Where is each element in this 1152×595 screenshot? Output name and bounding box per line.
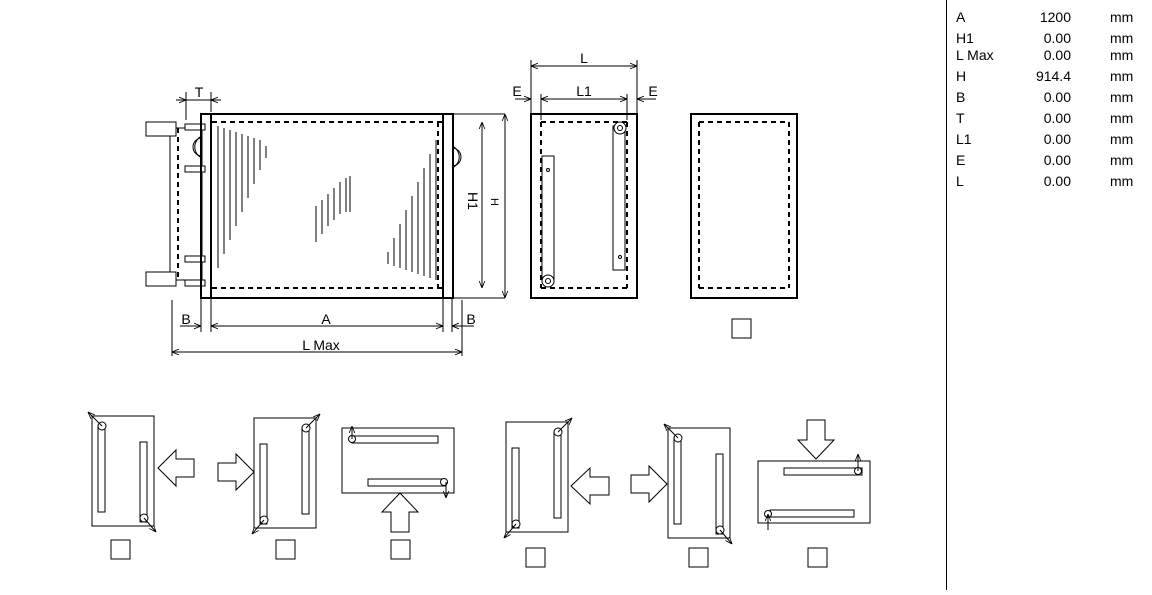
return-bend-right [451, 147, 462, 167]
param-unit: mm [1110, 110, 1134, 126]
end-view [690, 113, 798, 299]
layout-6-checkbox[interactable] [807, 547, 828, 568]
param-value[interactable]: 0.00 [1043, 173, 1071, 189]
fin-hatching [217, 126, 437, 280]
layout-2 [217, 414, 320, 534]
front-view: T H1 H B A B L Max [145, 84, 505, 356]
param-value[interactable]: 0.00 [1043, 30, 1071, 46]
layout-4-checkbox[interactable] [525, 547, 546, 568]
layout-1-checkbox[interactable] [110, 539, 131, 560]
layout-5-checkbox[interactable] [688, 547, 709, 568]
param-unit: mm [1110, 30, 1134, 46]
param-row-T: T 0.00 mm [948, 110, 1152, 130]
top-pipe-connection [145, 121, 177, 137]
param-name: H1 [956, 30, 974, 46]
airflow-arrow-down-icon [796, 419, 836, 460]
param-row-E: E 0.00 mm [948, 152, 1152, 172]
label-B-right: B [466, 311, 475, 327]
layout-5 [630, 424, 732, 544]
param-name: L [956, 173, 964, 189]
param-unit: mm [1110, 47, 1134, 63]
parameter-panel: A 1200 mm H1 0.00 mm L Max 0.00 mm H 914… [948, 0, 1152, 590]
end-casing [690, 113, 798, 299]
param-unit: mm [1110, 89, 1134, 105]
param-row-L1: L1 0.00 mm [948, 131, 1152, 151]
label-L1: L1 [576, 83, 592, 99]
connection-top [613, 121, 627, 135]
layout-3 [341, 426, 455, 533]
param-row-H: H 914.4 mm [948, 68, 1152, 88]
param-name: L Max [956, 47, 994, 63]
param-unit: mm [1110, 173, 1134, 189]
label-E-left: E [512, 83, 521, 99]
param-name: A [956, 9, 966, 25]
param-unit: mm [1110, 68, 1134, 84]
param-name: H [956, 68, 967, 84]
bottom-pipe-connection [145, 271, 177, 287]
layout-1 [88, 412, 195, 532]
side-casing [530, 113, 638, 299]
param-row-L: L 0.00 mm [948, 173, 1152, 193]
param-row-L-max: L Max 0.00 mm [948, 47, 1152, 67]
connection-bottom [541, 274, 555, 288]
param-row-A: A 1200 mm [948, 9, 1152, 29]
label-B-left: B [181, 311, 190, 327]
tube-stubs [184, 123, 206, 287]
coil-casing [200, 113, 454, 299]
side-manifold-left [541, 155, 555, 283]
coil-drawing-svg: T H1 H B A B L Max [0, 50, 871, 568]
param-row-H1: H1 0.00 mm [948, 30, 1152, 50]
param-value[interactable]: 0.00 [1043, 89, 1071, 105]
param-unit: mm [1110, 9, 1134, 25]
airflow-arrow-left-icon [157, 448, 195, 488]
param-row-B: B 0.00 mm [948, 89, 1152, 109]
side-view: L L1 E E [512, 50, 658, 299]
dim-T: T [176, 84, 221, 120]
label-L-max: L Max [302, 337, 340, 353]
dim-B-A-B: B A B [171, 298, 476, 356]
param-value[interactable]: 0.00 [1043, 152, 1071, 168]
label-H: H [488, 198, 500, 206]
param-value[interactable]: 1200 [1039, 9, 1071, 25]
airflow-arrow-up-icon [380, 492, 420, 533]
layout-6 [757, 419, 871, 530]
layout-3-checkbox[interactable] [390, 539, 411, 560]
label-A: A [321, 311, 331, 327]
dim-H1-H: H1 H [465, 114, 505, 298]
dim-L-max: L Max [172, 337, 462, 353]
param-value[interactable]: 0.00 [1043, 131, 1071, 147]
layout-2-checkbox[interactable] [275, 539, 296, 560]
airflow-arrow-right-icon [630, 464, 668, 504]
param-name: B [956, 89, 966, 105]
label-L: L [580, 50, 588, 66]
return-bend-left [192, 137, 203, 157]
param-value[interactable]: 0.00 [1043, 47, 1071, 63]
panel-divider [946, 0, 947, 590]
param-value[interactable]: 0.00 [1043, 110, 1071, 126]
coil-drawing: T H1 H B A B L Max [0, 50, 871, 568]
param-name: E [956, 152, 966, 168]
label-E-right: E [648, 83, 657, 99]
param-value[interactable]: 914.4 [1035, 68, 1071, 84]
side-manifold-right [612, 125, 626, 271]
airflow-arrow-right-icon [217, 452, 255, 492]
label-T: T [195, 84, 204, 100]
layout-4 [504, 418, 610, 538]
param-unit: mm [1110, 152, 1134, 168]
label-H1: H1 [465, 192, 481, 210]
end-view-checkbox[interactable] [731, 318, 752, 339]
airflow-arrow-left-icon [570, 466, 610, 506]
param-name: T [956, 110, 965, 126]
param-unit: mm [1110, 131, 1134, 147]
param-name: L1 [956, 131, 972, 147]
